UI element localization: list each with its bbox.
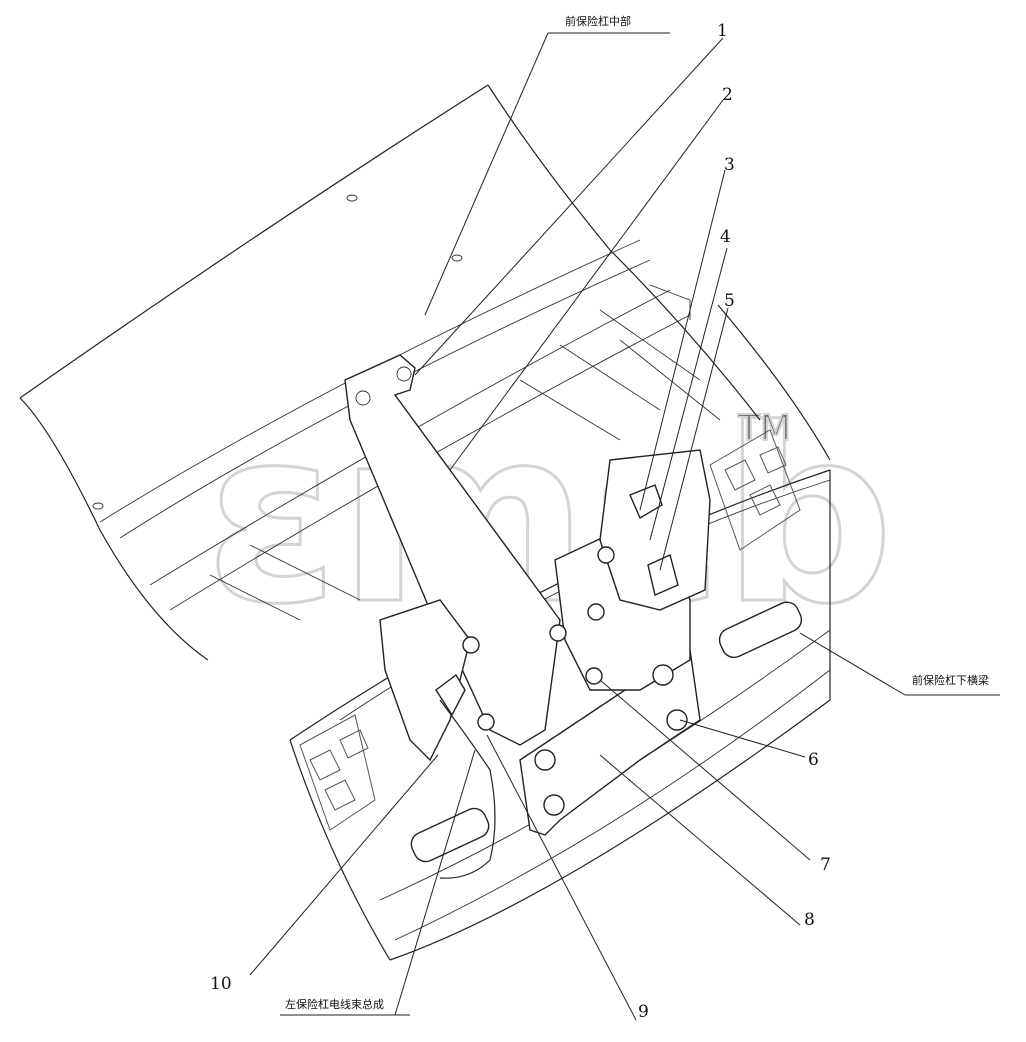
callout-1: 1 (717, 21, 728, 41)
connector-left (435, 673, 466, 717)
callout-10: 10 (210, 974, 232, 994)
label-front-bumper-lower-beam: 前保险杠下横梁 (912, 673, 989, 687)
bracket-assembly (344, 354, 711, 879)
bolts (462, 546, 688, 816)
callout-7: 7 (820, 855, 831, 875)
callout-3: 3 (724, 155, 735, 175)
leader-lines (249, 32, 1000, 1021)
grill-left (299, 714, 376, 831)
connector-upper (629, 484, 663, 520)
callout-5: 5 (724, 291, 735, 311)
callout-4: 4 (720, 227, 731, 247)
trademark-mark: TM (737, 408, 791, 449)
callout-6: 6 (808, 750, 819, 770)
label-front-bumper-middle: 前保险杠中部 (565, 14, 631, 28)
callout-9: 9 (638, 1002, 649, 1022)
slot-3 (718, 601, 803, 659)
slot-1 (410, 807, 490, 863)
callout-2: 2 (722, 85, 733, 105)
label-left-bumper-harness: 左保险杠电线束总成 (285, 997, 384, 1011)
callout-8: 8 (804, 910, 815, 930)
grill-right (709, 429, 801, 551)
